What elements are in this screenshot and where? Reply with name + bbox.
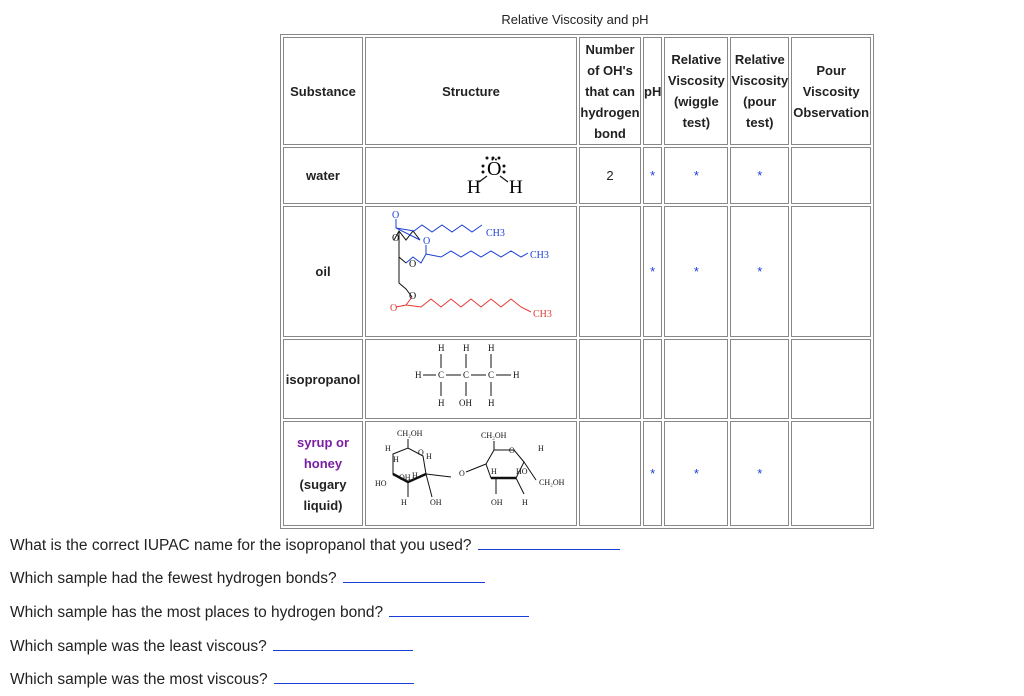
substance-isopropanol: isopropanol bbox=[283, 339, 363, 419]
svg-text:H: H bbox=[522, 498, 528, 507]
svg-text:Ö: Ö bbox=[487, 157, 501, 180]
svg-text:H: H bbox=[491, 467, 497, 476]
wiggle-oil: * bbox=[664, 206, 729, 337]
answer-field-iupac-name[interactable] bbox=[477, 535, 620, 550]
svg-text:O: O bbox=[409, 259, 416, 270]
svg-text:H: H bbox=[385, 444, 391, 453]
wiggle-isopropanol bbox=[664, 339, 729, 419]
svg-text:O: O bbox=[390, 303, 397, 314]
svg-text:CH3: CH3 bbox=[530, 250, 549, 261]
answer-field-least-viscous[interactable] bbox=[272, 636, 413, 651]
svg-text:HO: HO bbox=[375, 479, 387, 488]
table-row-syrup: syrup or honey (sugary liquid) CH₂OH O H… bbox=[283, 421, 872, 526]
observation-water bbox=[791, 147, 872, 204]
svg-text:C: C bbox=[463, 370, 469, 380]
svg-text:CH₂OH: CH₂OH bbox=[481, 431, 507, 440]
svg-text:CH₂OH: CH₂OH bbox=[397, 429, 423, 438]
answer-field-most-hydrogen-bond-places[interactable] bbox=[389, 602, 530, 617]
isopropanol-structure-image: H C C C H H H H bbox=[415, 343, 520, 408]
oh-count-water: 2 bbox=[579, 147, 641, 204]
svg-text:OH: OH bbox=[459, 398, 472, 408]
question-fewest-hydrogen-bonds: Which sample had the fewest hydrogen bon… bbox=[10, 568, 485, 588]
answer-field-fewest-hydrogen-bonds[interactable] bbox=[342, 568, 485, 583]
svg-text:H: H bbox=[393, 455, 399, 464]
ph-syrup: * bbox=[643, 421, 663, 526]
svg-text:O: O bbox=[392, 233, 399, 244]
pour-oil: * bbox=[730, 206, 790, 337]
structure-sugar: CH₂OH O H H H OH H HO H OH bbox=[365, 421, 577, 526]
question-least-viscous: Which sample was the least viscous? bbox=[10, 636, 413, 656]
oil-structure-image: O O CH3 O O CH3 O O CH3 bbox=[390, 210, 552, 320]
svg-text:H: H bbox=[488, 398, 495, 408]
pour-isopropanol bbox=[730, 339, 790, 419]
svg-text:O: O bbox=[418, 448, 424, 457]
table-row-water: water Ö H H 2 * * * bbox=[283, 147, 872, 204]
answer-field-most-viscous[interactable] bbox=[273, 669, 414, 684]
sugar-structure-image: CH₂OH O H H H OH H HO H OH bbox=[375, 429, 565, 507]
svg-text:OH: OH bbox=[399, 473, 411, 482]
table-row-oil: oil O O CH3 O O CH3 bbox=[283, 206, 872, 337]
svg-text:C: C bbox=[438, 370, 444, 380]
substance-syrup: syrup or honey (sugary liquid) bbox=[283, 421, 363, 526]
svg-text:H: H bbox=[438, 343, 445, 353]
svg-text:OH: OH bbox=[491, 498, 503, 507]
svg-text:O: O bbox=[392, 210, 399, 221]
svg-text:C: C bbox=[488, 370, 494, 380]
svg-text:H: H bbox=[488, 343, 495, 353]
svg-text:H: H bbox=[426, 452, 432, 461]
svg-text:H: H bbox=[467, 177, 481, 198]
question-most-viscous: Which sample was the most viscous? bbox=[10, 669, 414, 689]
svg-text:H: H bbox=[509, 177, 523, 198]
pour-syrup: * bbox=[730, 421, 790, 526]
header-pour-observation: Pour Viscosity Observation bbox=[791, 37, 872, 145]
svg-text:H: H bbox=[513, 370, 520, 380]
header-structure: Structure bbox=[365, 37, 577, 145]
header-viscosity-wiggle: Relative Viscosity (wiggle test) bbox=[664, 37, 729, 145]
substance-water: water bbox=[283, 147, 363, 204]
structure-isopropanol: H C C C H H H H bbox=[365, 339, 577, 419]
page-title: Relative Viscosity and pH bbox=[501, 12, 649, 27]
svg-text:CH₂OH: CH₂OH bbox=[539, 478, 565, 487]
header-viscosity-pour: Relative Viscosity (pour test) bbox=[730, 37, 790, 145]
svg-text:H: H bbox=[412, 471, 418, 480]
svg-text:CH3: CH3 bbox=[486, 228, 505, 239]
question-most-hydrogen-bond-places: Which sample has the most places to hydr… bbox=[10, 602, 530, 622]
pour-water: * bbox=[730, 147, 790, 204]
svg-text:O: O bbox=[459, 469, 465, 478]
ph-isopropanol bbox=[643, 339, 663, 419]
structure-oil: O O CH3 O O CH3 O O CH3 bbox=[365, 206, 577, 337]
observation-isopropanol bbox=[791, 339, 872, 419]
oh-count-isopropanol bbox=[579, 339, 641, 419]
water-structure-image: Ö H H bbox=[467, 156, 523, 198]
svg-text:H: H bbox=[415, 370, 422, 380]
question-iupac-name: What is the correct IUPAC name for the i… bbox=[10, 535, 620, 555]
observation-syrup bbox=[791, 421, 872, 526]
wiggle-syrup: * bbox=[664, 421, 729, 526]
header-oh-count: Number of OH's that can hydrogen bond bbox=[579, 37, 641, 145]
svg-text:CH3: CH3 bbox=[533, 309, 552, 320]
svg-text:H: H bbox=[438, 398, 445, 408]
table-row-isopropanol: isopropanol H C C C H H H H bbox=[283, 339, 872, 419]
observation-oil bbox=[791, 206, 872, 337]
svg-text:O: O bbox=[509, 446, 515, 455]
oh-count-oil bbox=[579, 206, 641, 337]
ph-water: * bbox=[643, 147, 663, 204]
svg-text:HO: HO bbox=[516, 467, 528, 476]
svg-text:OH: OH bbox=[430, 498, 442, 507]
oh-count-syrup bbox=[579, 421, 641, 526]
header-ph: pH bbox=[643, 37, 663, 145]
svg-text:H: H bbox=[463, 343, 470, 353]
svg-text:O: O bbox=[423, 236, 430, 247]
ph-oil: * bbox=[643, 206, 663, 337]
svg-text:H: H bbox=[401, 498, 407, 507]
header-row: Substance Structure Number of OH's that … bbox=[283, 37, 872, 145]
svg-text:O: O bbox=[409, 291, 416, 302]
structure-water: Ö H H bbox=[365, 147, 577, 204]
svg-text:H: H bbox=[538, 444, 544, 453]
substance-oil: oil bbox=[283, 206, 363, 337]
wiggle-water: * bbox=[664, 147, 729, 204]
header-substance: Substance bbox=[283, 37, 363, 145]
viscosity-table: Substance Structure Number of OH's that … bbox=[280, 34, 875, 529]
